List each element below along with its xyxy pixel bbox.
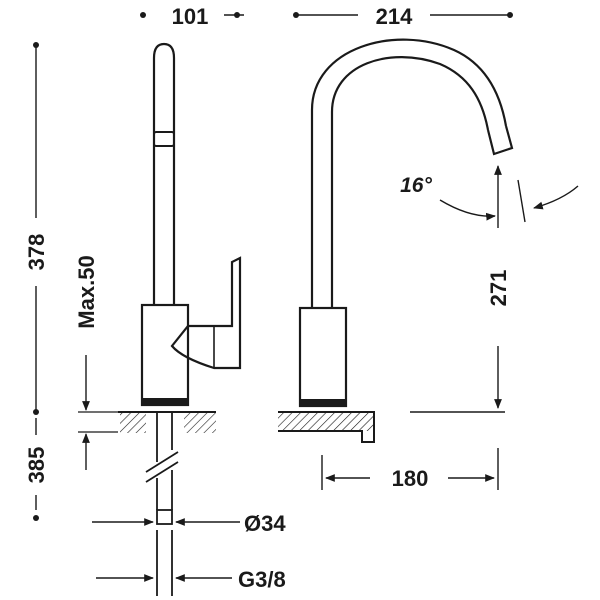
left-countertop <box>118 411 216 433</box>
dimension-reach: 214 <box>376 4 413 29</box>
side-view <box>140 42 242 407</box>
dimension-base-reach: 180 <box>392 466 429 491</box>
dimension-hole-diameter: Ø34 <box>244 511 286 536</box>
dimension-spout-height: 271 <box>486 270 511 307</box>
dimension-thread: G3/8 <box>238 567 286 592</box>
dimension-width-side: 101 <box>172 4 209 29</box>
right-countertop <box>278 411 375 443</box>
supply-pipe <box>145 412 179 596</box>
front-view <box>298 38 514 408</box>
dimension-angle: 16° <box>400 174 432 197</box>
dimension-below-counter: 385 <box>24 447 49 484</box>
dimension-height-total: 378 <box>24 234 49 271</box>
dimension-lines <box>33 12 579 582</box>
dimension-max-thickness: Max.50 <box>74 255 99 328</box>
